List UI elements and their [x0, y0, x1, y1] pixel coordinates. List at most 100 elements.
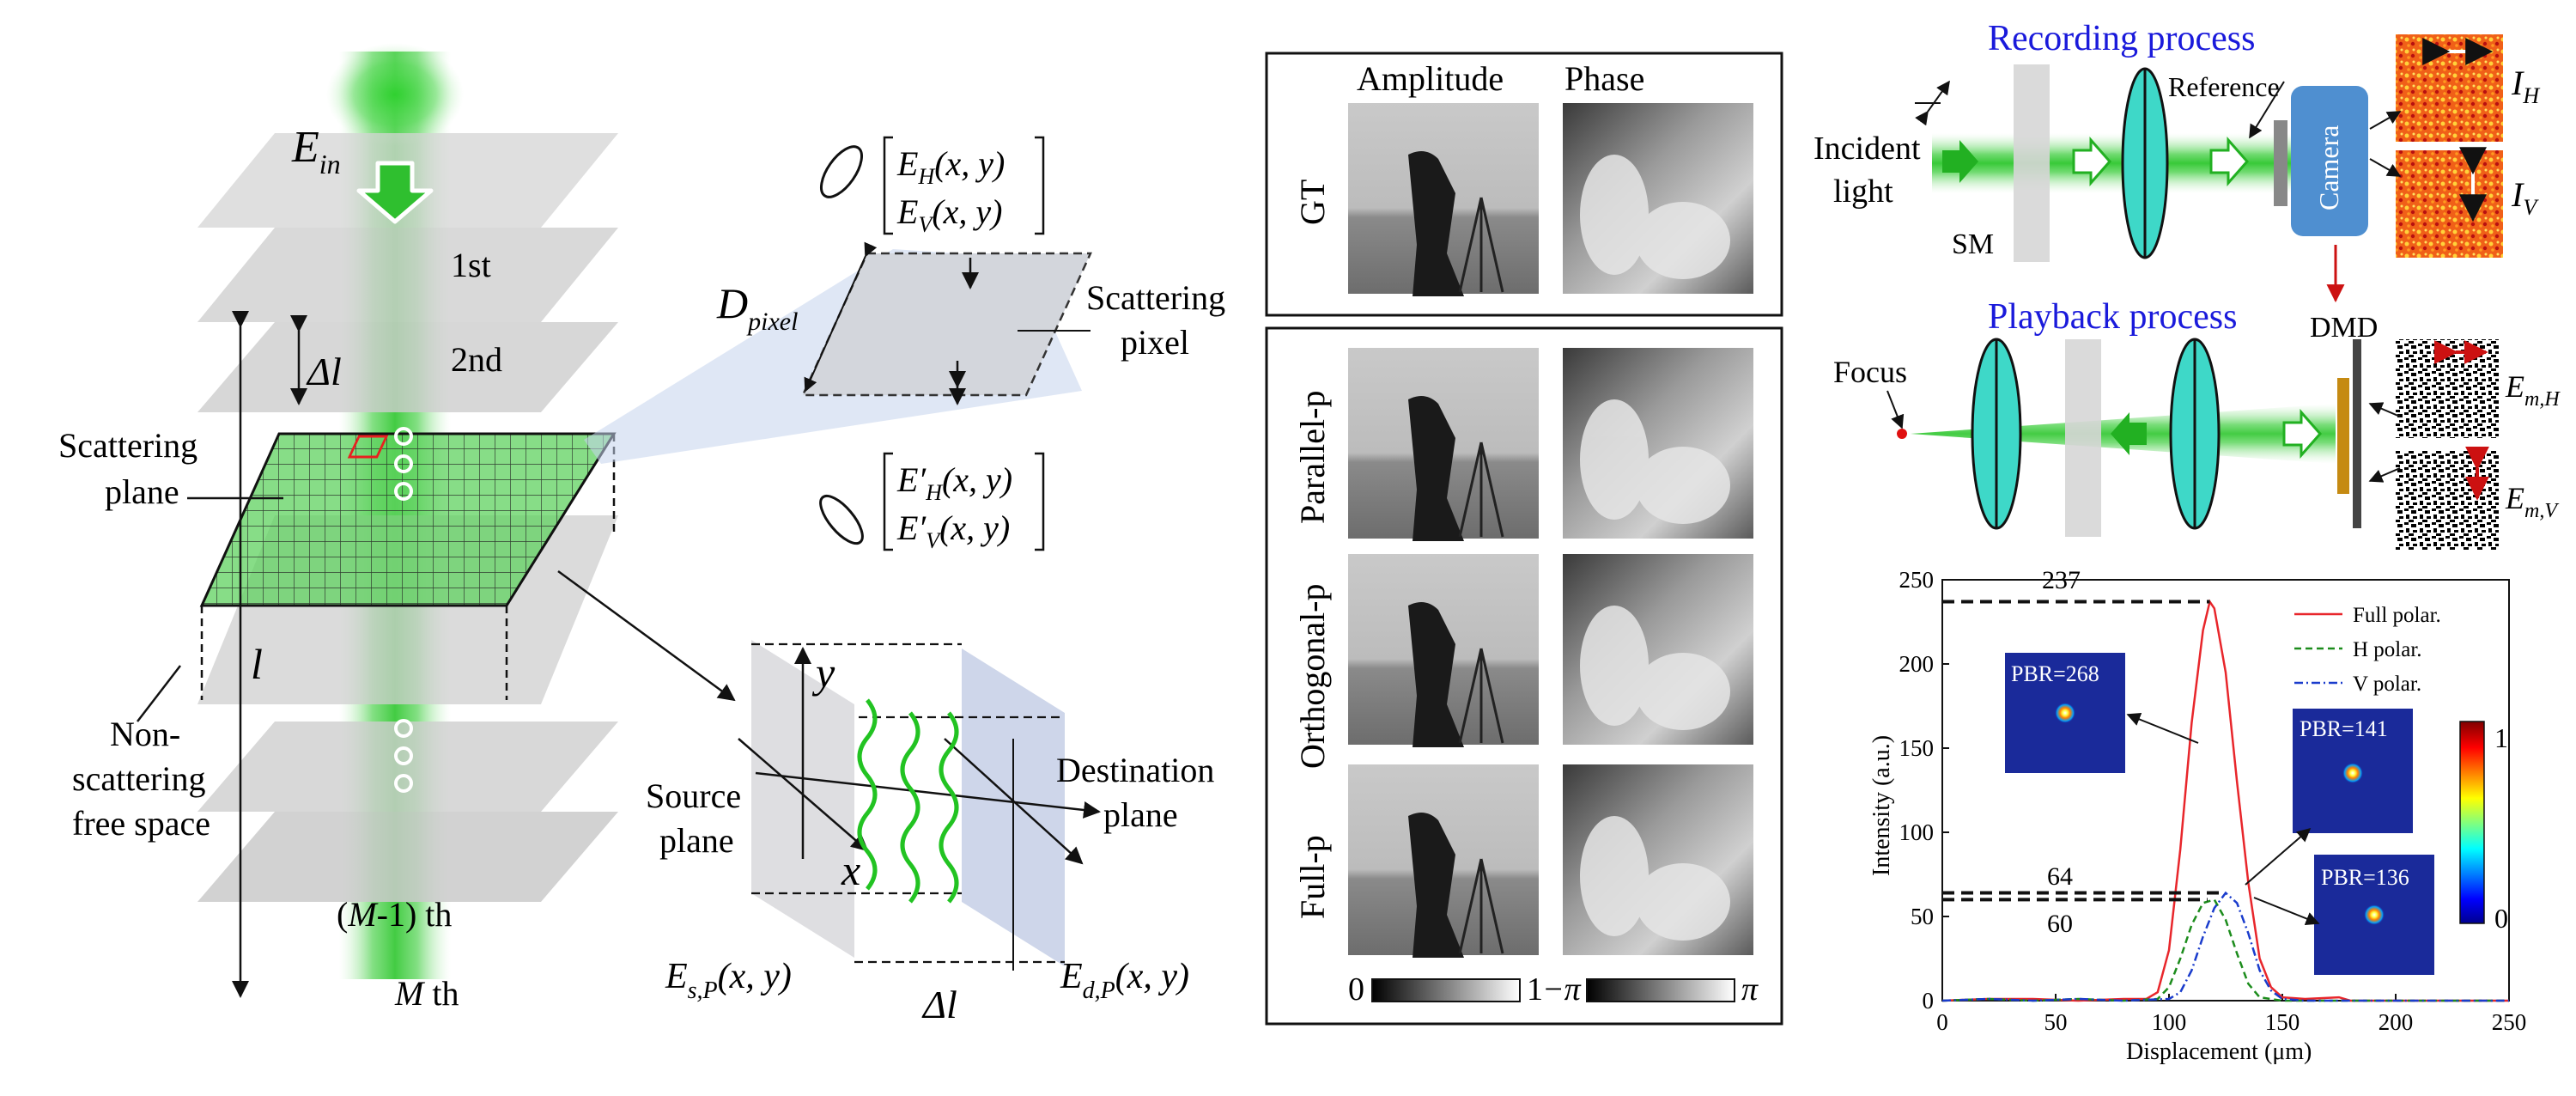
- d-pixel-label: Dpixel: [716, 279, 798, 336]
- y-axis-label: y: [811, 648, 835, 697]
- plot-legend: Full polar.H polar.V polar.: [2294, 604, 2441, 696]
- es-label: Es,P(x, y): [665, 957, 792, 1004]
- row-label-gt: GT: [1293, 180, 1332, 225]
- focus-label: Focus: [1833, 355, 1907, 389]
- dmd-pattern-v: [2396, 451, 2499, 550]
- layer-1st-label: 1st: [451, 246, 491, 284]
- layer-m1-label: (M-1) th: [337, 895, 452, 934]
- phase-colorbar: [1586, 978, 1735, 1002]
- plot-xlabel: Displacement (μm): [2126, 1038, 2312, 1065]
- output-field-h: E′H(x, y): [896, 460, 1012, 505]
- peak-label: 64: [2047, 862, 2073, 891]
- col-header-phase: Phase: [1564, 59, 1644, 98]
- destination-plane-label-2: plane: [1103, 795, 1178, 834]
- iv-label: IV: [2511, 175, 2539, 220]
- ellipsis-dots-upper: [394, 427, 413, 501]
- row-label-orthogonal: Orthogonal-p: [1293, 583, 1332, 769]
- ein-label: Ein: [291, 123, 341, 180]
- legend-label: H polar.: [2353, 638, 2422, 661]
- input-field-v: EV(x, y): [896, 192, 1002, 237]
- propagation-waves: [857, 698, 959, 904]
- destination-plane-label-1: Destination: [1056, 751, 1214, 789]
- output-polarization-icon: [819, 494, 864, 545]
- source-plane-label-1: Source: [646, 776, 741, 815]
- y-tick-label: 0: [1923, 988, 1935, 1014]
- phase-scale-min: −π: [1542, 971, 1582, 1008]
- plot-annotations: 237 64 60: [1942, 566, 2220, 938]
- scattering-pixel-label-2: pixel: [1121, 323, 1189, 362]
- layer-m-label: M th: [394, 974, 459, 1013]
- peak-label: 237: [2042, 566, 2081, 594]
- dmd-mirror: [2337, 378, 2349, 494]
- non-scattering-label-1: Non-: [110, 715, 180, 753]
- d-pixel-arrow: [804, 241, 878, 393]
- x-axis-label: x: [841, 846, 860, 894]
- green-arrow-in: [1942, 140, 1978, 183]
- y-tick-label: 150: [1899, 735, 1935, 761]
- propagation-panel: y x Source plane Destination plane Es,P(…: [557, 569, 1214, 1026]
- scattering-plane-label-1: Scattering: [58, 426, 197, 465]
- ed-label: Ed,P(x, y): [1060, 957, 1189, 1004]
- plot-ylabel: Intensity (a.u.): [1868, 735, 1895, 876]
- incident-light-label-1: Incident: [1814, 131, 1921, 167]
- recording-title: Recording process: [1988, 19, 2255, 58]
- plane-2nd: [197, 322, 618, 412]
- x-tick-label: 100: [2152, 1009, 2187, 1035]
- source-plane-label-2: plane: [659, 821, 734, 860]
- input-arrow-icon: [356, 161, 434, 224]
- x-tick-label: 50: [2044, 1009, 2068, 1035]
- scattering-pixel-panel: EH(x, y) EV(x, y) E′H(x, y) E′V(x, y) Dp…: [584, 136, 1225, 553]
- non-scattering-label-2: scattering: [72, 759, 206, 798]
- camera-box: [2291, 86, 2368, 236]
- emv-label: Em,V: [2505, 481, 2559, 522]
- inset-full-label: PBR=268: [2011, 661, 2099, 686]
- input-beam-glow: [326, 43, 464, 146]
- plane-1st: [197, 228, 618, 322]
- legend-label: V polar.: [2353, 673, 2421, 696]
- camera-sensor: [2274, 120, 2287, 206]
- row-label-full: Full-p: [1293, 835, 1332, 919]
- amplitude-images: [1348, 103, 1539, 958]
- peak-label: 60: [2047, 910, 2073, 938]
- inset-h-label: PBR=141: [2300, 716, 2388, 741]
- sm-label: SM: [1952, 228, 1994, 260]
- scattering-medium-bottom: [2065, 339, 2101, 537]
- y-tick-label: 200: [1899, 651, 1935, 677]
- amp-scale-min: 0: [1348, 971, 1364, 1008]
- camera-label: Camera: [2313, 125, 2344, 211]
- delta-l-prop-label: Δl: [921, 983, 957, 1026]
- l-label: l: [251, 640, 263, 688]
- playback-title: Playback process: [1988, 297, 2237, 337]
- y-tick-label: 250: [1899, 567, 1935, 593]
- gt-box: [1265, 52, 1783, 317]
- series-line-0: [1941, 599, 2509, 1002]
- plot-lines: [1941, 599, 2509, 1002]
- row-label-parallel: Parallel-p: [1293, 391, 1332, 525]
- optics-panel: Recording process Playback process Camer…: [1814, 19, 2561, 550]
- plane-m1: [197, 722, 618, 812]
- emh-label: Em,H: [2505, 369, 2561, 411]
- phase-scale-max: π: [1741, 971, 1759, 1008]
- dmd-pattern-h: [2396, 339, 2499, 438]
- amplitude-colorbar: [1371, 978, 1521, 1002]
- input-polarization-icon: [820, 145, 863, 198]
- non-scattering-label-3: free space: [72, 804, 210, 843]
- scattering-plane-label-2: plane: [105, 472, 179, 511]
- scattering-pixel-label-1: Scattering: [1086, 278, 1225, 317]
- series-line-2: [1941, 891, 2509, 1002]
- speckle-iv: [2396, 150, 2503, 258]
- output-field-v: E′V(x, y): [896, 508, 1010, 553]
- x-tick-label: 250: [2492, 1009, 2527, 1035]
- jet-colorbar: [2459, 721, 2485, 924]
- x-tick-label: 0: [1936, 1009, 1948, 1035]
- plane-m: [197, 812, 618, 902]
- image-grid-panel: Amplitude Phase GT Parallel-p Orthogonal…: [1265, 52, 1783, 1026]
- delta-l-label: Δl: [306, 350, 342, 393]
- ellipsis-dots-lower: [394, 719, 413, 793]
- col-header-amplitude: Amplitude: [1357, 59, 1504, 98]
- y-tick-label: 50: [1911, 904, 1934, 929]
- phase-images: [1563, 103, 1753, 955]
